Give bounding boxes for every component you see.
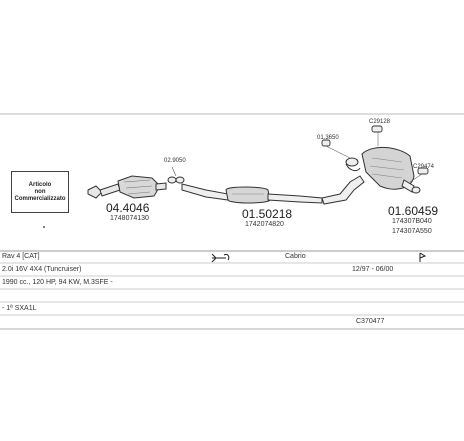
front-pipe-catalyst <box>87 175 167 199</box>
clamp-part <box>167 166 185 184</box>
engine-description: 2.0i 16V 4X4 (Tuncruiser) <box>2 266 82 273</box>
body-type: Cabrio <box>285 253 306 260</box>
part-ref-front: 1748074130 <box>110 215 149 222</box>
part-code-middle[interactable]: 01.50218 <box>242 207 293 221</box>
production-period: 12/97 - 06/00 <box>352 266 394 273</box>
catalog-number: C370477 <box>356 318 385 325</box>
not-commercialized-legend: Articolo non Commercializzato <box>11 171 69 213</box>
engine-specs: 1990 cc., 120 HP, 94 KW, M.3SFE - <box>2 279 113 286</box>
ref-mount-1[interactable]: 01.3650 <box>317 135 339 141</box>
part-ref-middle: 1742074820 <box>245 221 284 228</box>
part-code-front[interactable]: 04.4046 <box>106 201 150 215</box>
ref-mount-2[interactable]: C29128 <box>369 119 391 125</box>
part-ref-rear: 174307B040 <box>392 218 432 225</box>
rear-silencer <box>321 147 421 205</box>
legend-text: Articolo non Commercializzato <box>14 181 66 202</box>
ref-mount-3[interactable]: C29474 <box>413 164 435 170</box>
part-ref-rear-2: 174307A550 <box>392 228 432 235</box>
chassis-note: - 1ª SXA1L <box>2 305 37 312</box>
vehicle-model: Rav 4 [CAT] <box>2 253 40 260</box>
ref-clamp[interactable]: 02.9050 <box>164 158 186 164</box>
marker-dot <box>43 226 45 228</box>
part-code-rear[interactable]: 01.60459 <box>388 204 439 218</box>
middle-silencer <box>181 183 323 204</box>
wrench-icon <box>211 253 230 263</box>
bracket-icon <box>419 252 427 262</box>
rubber-mounts <box>321 125 429 183</box>
